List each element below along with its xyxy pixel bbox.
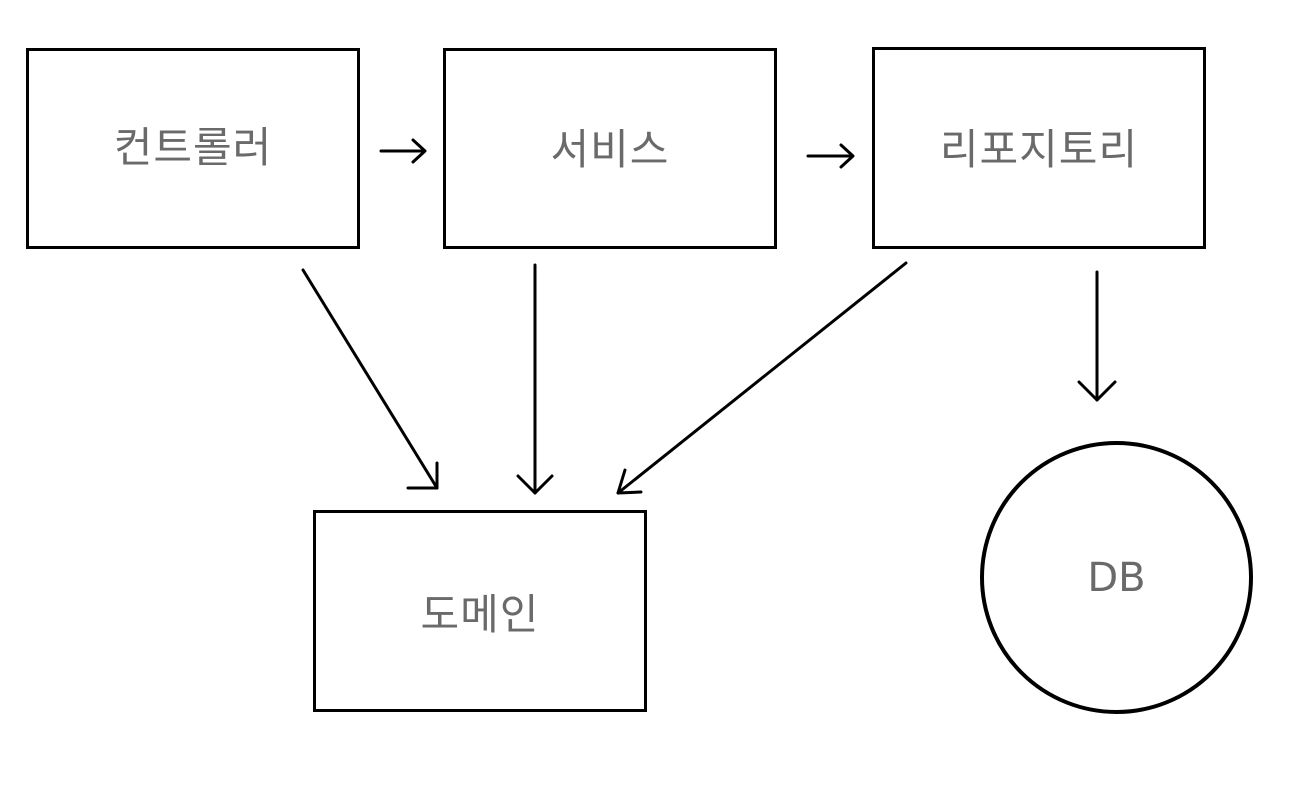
domain-label: 도메인 xyxy=(420,589,540,639)
edge-controller-to-domain xyxy=(301,268,439,490)
repository-node: 리포지토리 xyxy=(872,47,1206,249)
edge-controller-to-service xyxy=(379,138,427,164)
edge-repository-to-db xyxy=(1077,270,1117,402)
db-node: DB xyxy=(980,441,1253,714)
service-label: 서비스 xyxy=(550,125,670,174)
domain-node: 도메인 xyxy=(313,510,647,712)
controller-node: 컨트롤러 xyxy=(26,48,360,249)
edge-service-to-repository xyxy=(806,143,855,169)
db-label: DB xyxy=(1087,554,1146,601)
repository-label: 리포지토리 xyxy=(939,124,1139,174)
edge-repository-to-domain xyxy=(616,261,908,495)
service-node: 서비스 xyxy=(443,48,777,249)
controller-label: 컨트롤러 xyxy=(113,123,273,172)
edge-service-to-domain xyxy=(516,263,554,495)
